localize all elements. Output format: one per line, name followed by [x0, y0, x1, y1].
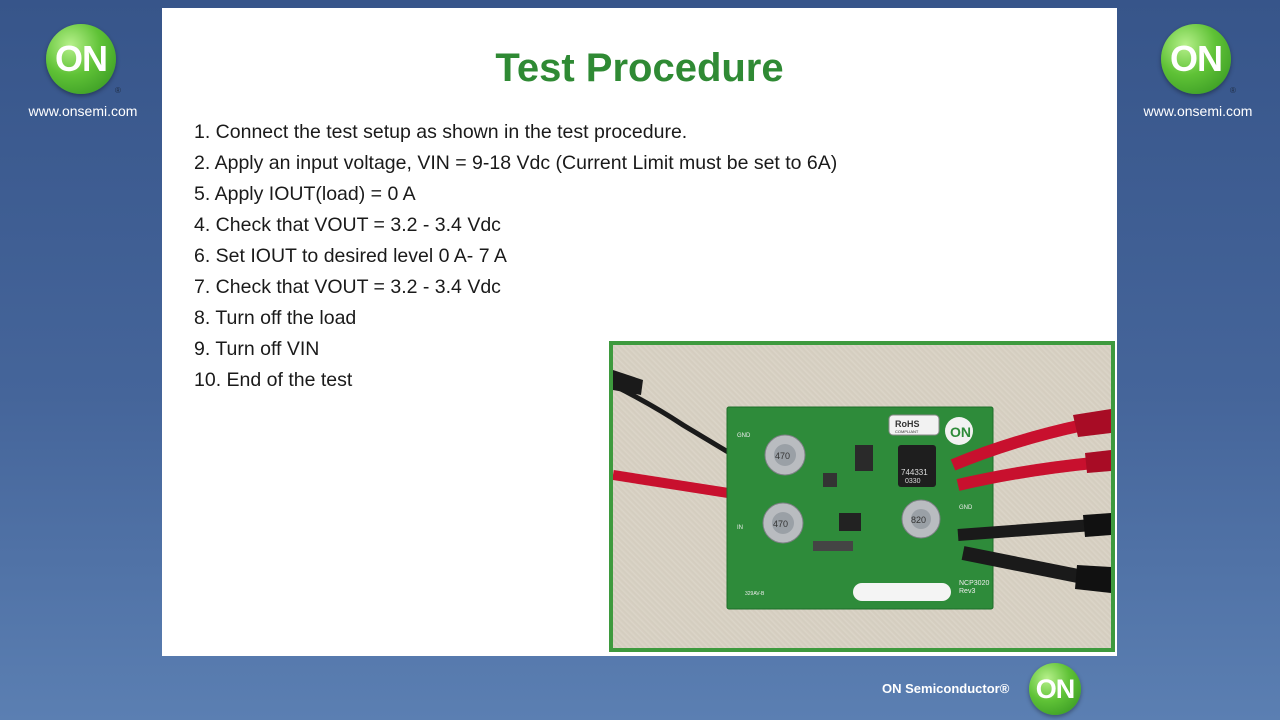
onsemi-url-right[interactable]: www.onsemi.com [1143, 103, 1253, 119]
svg-text:820: 820 [911, 515, 926, 525]
board-illustration: 470 470 820 744331 0330 RoHS COMPLIANT [613, 370, 1111, 610]
svg-text:GND: GND [959, 505, 973, 511]
registered-mark-left: ® [115, 86, 121, 95]
procedure-step: 7. Check that VOUT = 3.2 - 3.4 Vdc [194, 276, 501, 298]
onsemi-logo-left: ON [46, 24, 116, 94]
onsemi-logo-footer: ON [1029, 663, 1081, 715]
svg-text:NCP3020: NCP3020 [959, 580, 989, 587]
svg-text:470: 470 [773, 519, 788, 529]
svg-text:0330: 0330 [905, 478, 921, 485]
procedure-step: 9. Turn off VIN [194, 338, 320, 360]
procedure-step: 6. Set IOUT to desired level 0 A- 7 A [194, 245, 507, 267]
svg-text:470: 470 [775, 451, 790, 461]
svg-text:Rev3: Rev3 [959, 588, 975, 595]
procedure-step: 5. Apply IOUT(load) = 0 A [194, 183, 416, 205]
footer-brand-text: ON Semiconductor® [882, 681, 1010, 696]
svg-text:GND: GND [737, 433, 751, 439]
logo-text: ON [1170, 38, 1223, 79]
procedure-steps-list: 1. Connect the test setup as shown in th… [194, 117, 837, 396]
onsemi-url-left[interactable]: www.onsemi.com [28, 103, 138, 119]
procedure-step: 10. End of the test [194, 369, 353, 391]
svg-text:IN: IN [737, 525, 743, 531]
logo-text: ON [55, 38, 108, 79]
procedure-step: 4. Check that VOUT = 3.2 - 3.4 Vdc [194, 214, 501, 236]
board-photo-frame: 470 470 820 744331 0330 RoHS COMPLIANT [609, 341, 1115, 652]
evaluation-board-photo: 470 470 820 744331 0330 RoHS COMPLIANT [613, 345, 1111, 648]
logo-text: ON [1035, 673, 1075, 704]
slide-title: Test Procedure [495, 46, 784, 90]
procedure-step: 2. Apply an input voltage, VIN = 9-18 Vd… [194, 152, 838, 174]
svg-text:RoHS: RoHS [895, 419, 920, 429]
svg-text:COMPLIANT: COMPLIANT [895, 429, 919, 434]
registered-mark-right: ® [1230, 86, 1236, 95]
procedure-step: 8. Turn off the load [194, 307, 357, 329]
svg-text:ON: ON [950, 424, 971, 440]
svg-text:329AV-B: 329AV-B [745, 591, 765, 597]
procedure-step: 1. Connect the test setup as shown in th… [194, 121, 688, 143]
svg-text:744331: 744331 [901, 468, 928, 477]
onsemi-logo-right: ON [1161, 24, 1231, 94]
